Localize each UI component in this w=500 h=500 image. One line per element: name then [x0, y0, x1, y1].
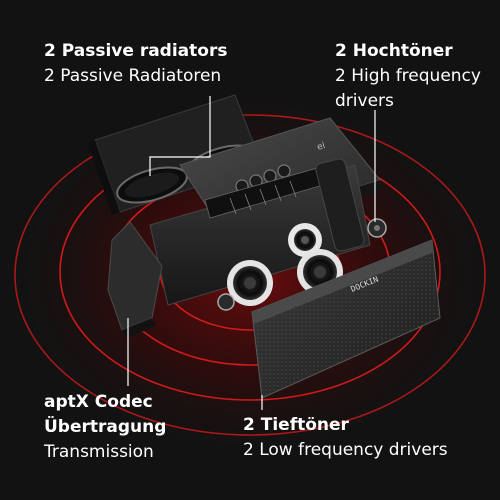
left-end-cap	[107, 221, 163, 338]
passive-radiators-subtitle: 2 Passive Radiatoren	[44, 66, 222, 86]
aptx-label: aptX Codec Übertragung Transmission	[44, 390, 166, 465]
high-frequency-title: 2 Hochtöner	[335, 41, 453, 61]
aptx-subtitle: Übertragung	[44, 417, 167, 437]
high-frequency-label: 2 Hochtöner 2 High frequency drivers	[335, 39, 481, 114]
front-grille: DOCKIN	[251, 239, 441, 399]
tweeter-icon	[288, 218, 387, 257]
aptx-title: aptX Codec	[44, 392, 153, 412]
low-frequency-title: 2 Tieftöner	[243, 415, 349, 435]
high-frequency-subtitle-2: drivers	[335, 91, 394, 111]
aptx-subtitle-2: Transmission	[44, 442, 154, 462]
woofer-icon	[217, 249, 343, 311]
high-frequency-subtitle: 2 High frequency	[335, 66, 481, 86]
leader-lines	[127, 96, 376, 410]
top-panel-brand: ei	[316, 141, 327, 153]
low-frequency-subtitle: 2 Low frequency drivers	[243, 440, 448, 460]
passive-radiators-title: 2 Passive radiators	[44, 41, 228, 61]
low-frequency-label: 2 Tieftöner 2 Low frequency drivers	[243, 413, 448, 463]
chassis	[149, 158, 371, 306]
passive-radiators-label: 2 Passive radiators 2 Passive Radiatoren	[44, 39, 227, 89]
